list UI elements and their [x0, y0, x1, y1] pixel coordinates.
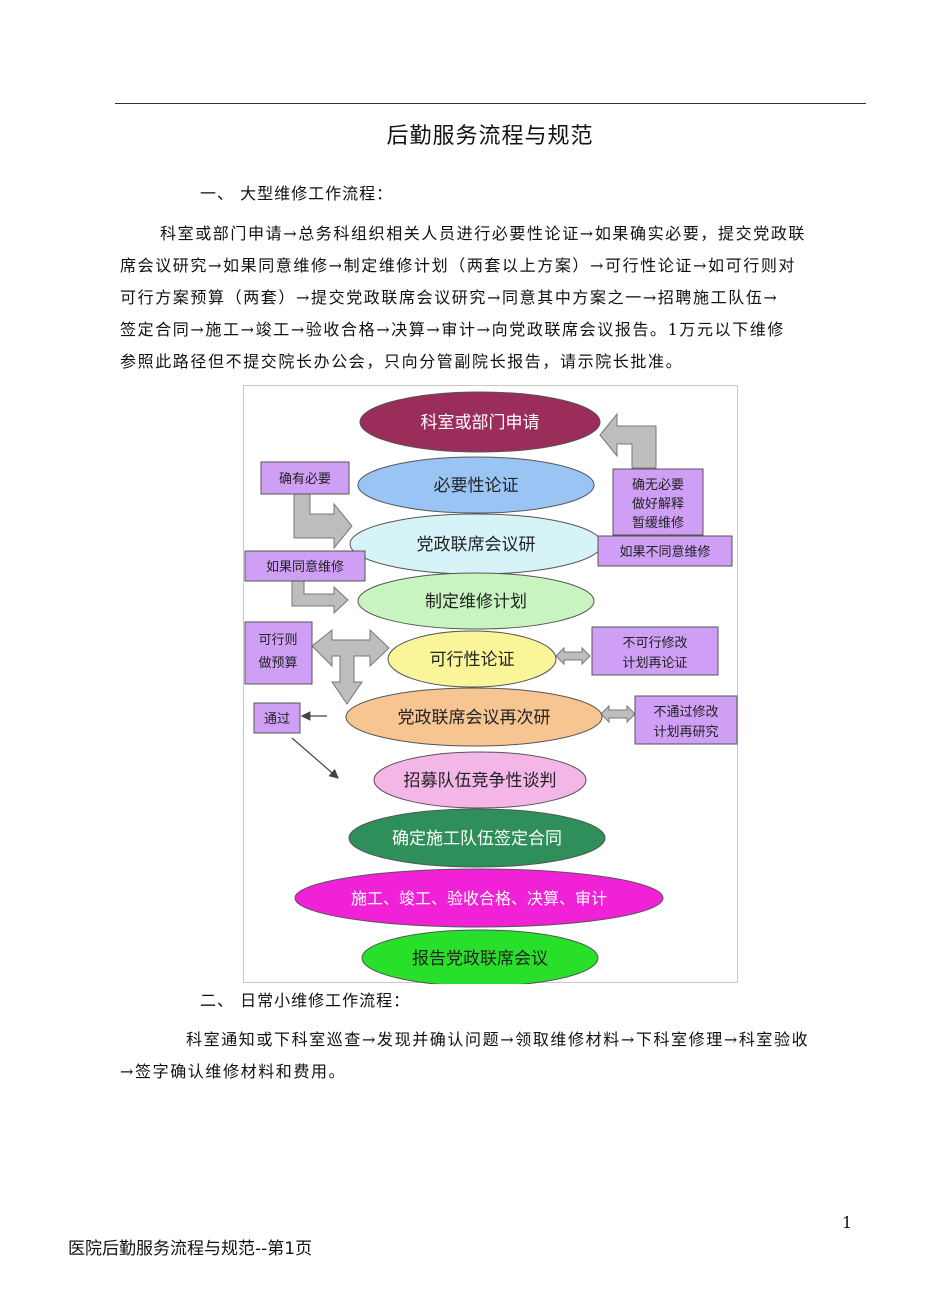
section2-heading: 二、 日常小维修工作流程： — [200, 991, 411, 1010]
section1-paragraph: 科室或部门申请→总务科组织相关人员进行必要性论证→如果确实必要，提交党政联 席会… — [120, 218, 806, 378]
note-not-needed-text-1: 确无必要 — [632, 478, 684, 493]
note-agree-text: 如果同意维修 — [266, 559, 344, 575]
note-disagree-text: 如果不同意维修 — [619, 544, 710, 560]
flow-node-ellipse — [361, 929, 599, 984]
flow-node-ellipse — [294, 868, 664, 928]
note-disagree: 如果不同意维修 — [597, 535, 733, 567]
document-title: 后勤服务流程与规范 — [386, 124, 594, 149]
section2-paragraph: 科室通知或下科室巡查→发现并确认问题→领取维修材料→下科室修理→科室验收 →签字… — [120, 1024, 809, 1088]
note-infeasible-text-2: 计划再论证 — [622, 656, 687, 671]
header-rule — [115, 103, 866, 104]
section1-line: 签定合同→施工→竣工→验收合格→决算→审计→向党政联席会议报告。1万元以下维修 — [120, 320, 786, 339]
flow-node-ellipse — [387, 630, 557, 688]
repair-flow-diagram: 科室或部门申请必要性论证党政联席会议研制定维修计划可行性论证党政联席会议再次研招… — [243, 385, 738, 984]
page-footer: 医院后勤服务流程与规范--第1页 — [68, 1239, 313, 1259]
flow-node-label: 科室或部门申请 — [421, 413, 540, 433]
section1-line: 可行方案预算（两套）→提交党政联席会议研究→同意其中方案之一→招聘施工队伍→ — [120, 288, 779, 307]
note-not-needed-text-2: 做好解释 — [632, 497, 684, 512]
flow-node-ellipse — [359, 391, 601, 453]
note-feasible-text-2: 做预算 — [258, 656, 297, 671]
fail-double-arrow — [600, 704, 636, 724]
section1-line: 席会议研究→如果同意维修→制定维修计划（两套以上方案）→可行性论证→如可行则对 — [120, 256, 797, 275]
section1-line: 参照此路径但不提交院长办公会，只向分管副院长报告，请示院长批准。 — [120, 352, 684, 371]
note-necessary: 确有必要 — [260, 461, 350, 495]
flow-node-label: 报告党政联席会议 — [412, 949, 548, 969]
note-not-needed-text-3: 暂缓维修 — [632, 516, 684, 531]
section2-line: 科室通知或下科室巡查→发现并确认问题→领取维修材料→下科室修理→科室验收 — [186, 1030, 810, 1049]
note-fail-text-2: 计划再研究 — [653, 725, 718, 740]
feasible-arrow — [311, 628, 390, 705]
note-agree: 如果同意维修 — [244, 550, 366, 582]
infeasible-double-arrow — [555, 646, 591, 666]
note-pass: 通过 — [253, 702, 301, 734]
agree-arrow — [291, 575, 349, 615]
note-feasible-text-1: 可行则 — [258, 633, 297, 648]
necessary-arrow — [293, 485, 353, 550]
flow-node-ellipse — [373, 751, 587, 809]
note-fail: 不通过修改 计划再研究 — [634, 695, 738, 745]
flow-node-ellipse — [345, 687, 603, 747]
note-necessary-text: 确有必要 — [279, 472, 331, 487]
section2-line: →签字确认维修材料和费用。 — [120, 1062, 347, 1081]
note-feasible: 可行则 做预算 — [244, 621, 313, 685]
note-infeasible-text-1: 不可行修改 — [622, 636, 687, 651]
flow-node-ellipse — [357, 456, 595, 514]
flow-node-label: 可行性论证 — [430, 650, 515, 670]
flow-nodes: 科室或部门申请必要性论证党政联席会议研制定维修计划可行性论证党政联席会议再次研招… — [294, 391, 664, 984]
flow-node-label: 必要性论证 — [434, 476, 519, 496]
note-pass-text: 通过 — [264, 712, 290, 727]
flow-node-label: 党政联席会议再次研 — [398, 708, 551, 728]
flow-node-label: 招募队伍竞争性谈判 — [404, 771, 557, 791]
loopback-arrow — [599, 412, 657, 469]
flow-svg: 科室或部门申请必要性论证党政联席会议研制定维修计划可行性论证党政联席会议再次研招… — [244, 391, 738, 984]
flow-node-label: 制定维修计划 — [425, 592, 527, 612]
note-not-needed: 确无必要 做好解释 暂缓维修 — [612, 468, 704, 536]
section1-line: 科室或部门申请→总务科组织相关人员进行必要性论证→如果确实必要，提交党政联 — [160, 224, 807, 243]
note-fail-text-1: 不通过修改 — [653, 705, 718, 720]
flow-node-ellipse — [348, 808, 606, 868]
recruit-arrow — [291, 737, 339, 779]
note-infeasible: 不可行修改 计划再论证 — [591, 626, 719, 676]
flow-node-label: 确定施工队伍签定合同 — [392, 829, 562, 849]
flow-node-label: 党政联席会议研 — [417, 535, 536, 555]
flow-node-ellipse — [357, 572, 595, 630]
flow-node-label: 施工、竣工、验收合格、决算、审计 — [351, 889, 607, 908]
page-number: 1 — [842, 1213, 853, 1232]
section1-heading: 一、 大型维修工作流程： — [200, 184, 394, 203]
